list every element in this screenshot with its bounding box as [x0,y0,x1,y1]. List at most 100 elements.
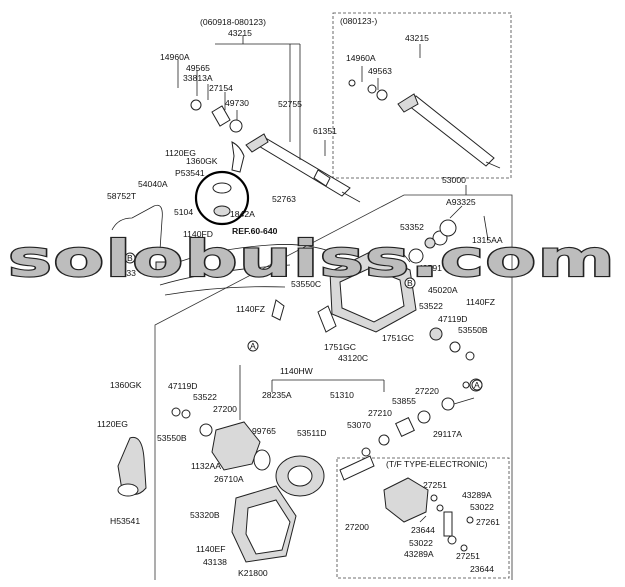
label-ref-60-640: REF.60-640 [232,226,278,236]
label-52755: 52755 [278,99,302,109]
label-1751gc: 1751GC [324,342,356,352]
label-a-left: A [250,341,256,351]
label-51310: 51310 [330,390,354,400]
label-58752t: 58752T [107,191,137,201]
label-52763: 52763 [272,194,296,204]
label-27200: 27200 [213,404,237,414]
label-47119d: 47119D [438,314,467,324]
label-b-left: B [127,253,133,263]
label-33813a: 33813A [183,73,213,83]
label-k21800: K21800 [238,568,268,578]
label-1140hw: 1140HW [280,366,314,376]
label-53522a: 53522 [419,301,443,311]
mount-bushing [117,483,139,497]
label-27251b: 27251 [456,551,480,561]
label-p53541: P53541 [175,168,205,178]
callout-a-right [471,379,483,391]
label-54040a: 54040A [138,179,168,189]
label-53511d: 53511D [297,428,326,438]
label-a-right: A [474,380,480,390]
highlight-circle [194,170,250,226]
label-23644a: 23644 [411,525,435,535]
label-43289a-b: 43289A [404,549,434,559]
label-1842a: 1842A [230,209,255,219]
label-47119d-b: 47119D [168,381,197,391]
label-5104: 5104 [174,207,193,217]
differential-assembly [171,378,483,497]
label-49730: 49730 [225,98,249,108]
label-43138: 43138 [203,557,227,567]
label-28235a: 28235A [262,390,292,400]
tf-electronic-box [336,457,510,579]
label-43591: 43591 [418,263,442,273]
label-53320b: 53320B [190,510,220,520]
callout-a-left [247,340,259,352]
label-14960a: 14960A [160,52,190,62]
label-early-range: (060918-080123) [200,17,266,27]
label-1120eg-b: 1120EG [97,419,128,429]
label-53022a: 53022 [470,502,494,512]
late-shaft-box [332,12,512,179]
label-53352: 53352 [400,222,424,232]
harness-lines [159,244,341,296]
label-53550b: 53550B [458,325,488,335]
watermark-text: solobuiss.com [8,230,616,288]
tf-electronic-parts [383,477,474,552]
label-1360gk-b: 1360GK [110,380,142,390]
label-53522b: 53522 [193,392,217,402]
label-1140fz: 1140FZ [466,297,495,307]
vent-hose [111,204,163,251]
callout-b-left [124,252,136,264]
label-27154: 27154 [209,83,233,93]
label-1140ef: 1140EF [196,544,225,554]
bracket-p53541 [231,141,245,173]
part-labels: (060918-080123) 43215 (080123-) 43215 14… [97,16,503,578]
callout-b-right [404,277,416,289]
label-14960a-late: 14960A [346,53,376,63]
transfer-case-housing [271,219,475,361]
label-27220: 27220 [415,386,439,396]
label-26710a: 26710A [214,474,244,484]
label-27210: 27210 [368,408,392,418]
label-h53541: H53541 [110,516,140,526]
label-late-range: (080123-) [340,16,377,26]
main-assembly-box [154,194,513,580]
label-27200-b: 27200 [345,522,369,532]
label-53022b: 53022 [409,538,433,548]
label-1751gc-b: 1751GC [382,333,414,343]
actuator-5104 [155,261,173,275]
label-51033: 51033 [112,268,136,278]
label-a93325: A93325 [446,197,476,207]
label-45020a: 45020A [428,285,458,295]
label-53000: 53000 [442,175,466,185]
label-53550b-b: 53550B [157,433,187,443]
label-49563: 49563 [368,66,392,76]
label-27261: 27261 [476,517,500,527]
label-1140fd: 1140FD [183,229,213,239]
leader-lines [177,35,489,420]
label-43289a: 43289A [462,490,492,500]
label-99765: 99765 [252,426,276,436]
label-29117a: 29117A [433,429,462,439]
label-b-right: B [407,278,413,288]
label-43215b: 43215 [405,33,429,43]
label-1140fz-b: 1140FZ [236,304,265,314]
label-27251a: 27251 [423,480,447,490]
propeller-shaft-late [348,79,501,169]
label-53550c: 53550C [291,279,321,289]
label-61351: 61351 [313,126,337,136]
label-1360gk: 1360GK [186,156,218,166]
propeller-shaft-early [190,99,361,203]
label-43215a: 43215 [228,28,252,38]
label-53855: 53855 [392,396,416,406]
label-tf-electronic: (T/F TYPE-ELECTRONIC) [386,459,488,469]
label-49565: 49565 [186,63,210,73]
label-23644b: 23644 [470,564,494,574]
label-1315aa: 1315AA [472,235,503,245]
label-1120eg: 1120EG [165,148,196,158]
label-53070: 53070 [347,420,371,430]
cover-inner [245,499,291,555]
label-43120c: 43120C [338,353,368,363]
